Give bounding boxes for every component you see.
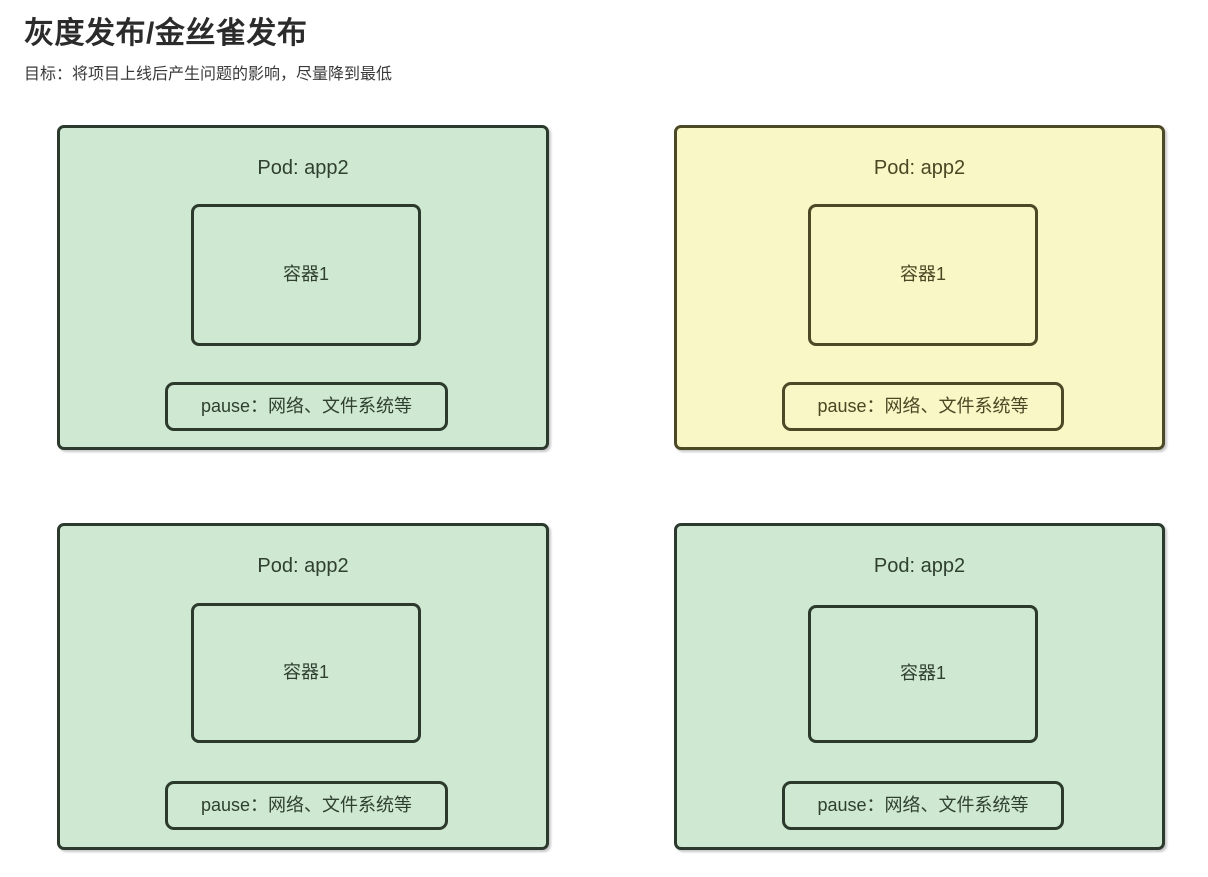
pause-label-4: pause：网络、文件系统等 xyxy=(817,794,1029,815)
page-header: 灰度发布/金丝雀发布 目标：将项目上线后产生问题的影响，尽量降到最低 xyxy=(24,14,1124,86)
pod-title-4: Pod: app2 xyxy=(873,555,966,577)
page-title: 灰度发布/金丝雀发布 xyxy=(24,17,308,50)
pod-title-3: Pod: app2 xyxy=(257,555,349,577)
pod-box-4: Pod: app2 容器1 pause：网络、文件系统等 xyxy=(674,523,1165,850)
pause-label-1: pause：网络、文件系统等 xyxy=(200,395,413,416)
container-box-1: 容器1 xyxy=(191,204,421,346)
pause-box-3: pause：网络、文件系统等 xyxy=(165,781,448,830)
pod-title-2: Pod: app2 xyxy=(873,157,966,179)
pod-box-1: Pod: app2 容器1 pause：网络、文件系统等 xyxy=(57,125,549,450)
pod-title-1: Pod: app2 xyxy=(257,157,349,179)
container-label-1: 容器1 xyxy=(282,264,329,285)
container-label-4: 容器1 xyxy=(899,663,946,684)
pod-box-3: Pod: app2 容器1 pause：网络、文件系统等 xyxy=(57,523,549,850)
pause-box-1: pause：网络、文件系统等 xyxy=(165,382,448,431)
pause-box-2: pause：网络、文件系统等 xyxy=(782,382,1064,431)
container-box-3: 容器1 xyxy=(191,603,421,743)
container-label-3: 容器1 xyxy=(282,662,329,683)
pause-box-4: pause：网络、文件系统等 xyxy=(782,781,1064,830)
pod-box-2: Pod: app2 容器1 pause：网络、文件系统等 xyxy=(674,125,1165,450)
container-box-4: 容器1 xyxy=(808,605,1038,743)
pause-label-2: pause：网络、文件系统等 xyxy=(817,395,1029,416)
page-subtitle: 目标：将项目上线后产生问题的影响，尽量降到最低 xyxy=(24,65,393,83)
pause-label-3: pause：网络、文件系统等 xyxy=(200,794,413,815)
container-box-2: 容器1 xyxy=(808,204,1038,346)
container-label-2: 容器1 xyxy=(899,264,946,285)
